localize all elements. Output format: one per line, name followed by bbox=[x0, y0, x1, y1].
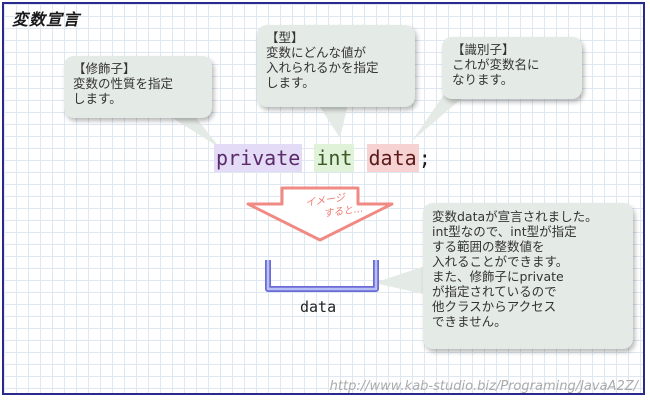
identifier-bubble-line: これが変数名に bbox=[452, 57, 540, 72]
identifier-bubble-tail bbox=[412, 93, 468, 141]
explanation-bubble: 変数dataが宣言されました。 int型なので、int型が指定 する範囲の整数値… bbox=[423, 203, 633, 349]
type-bubble: 【型】 変数にどんな値が 入れられるかを指定 します。 bbox=[257, 25, 415, 107]
image-arrow: イメージ すると… bbox=[246, 186, 394, 242]
semicolon-token: ; bbox=[418, 146, 431, 170]
explanation-line: int型なので、int型が指定 bbox=[432, 224, 577, 239]
identifier-bubble-line: なります。 bbox=[452, 72, 514, 87]
type-token: int bbox=[314, 144, 355, 172]
diagram-title: 変数宣言 bbox=[12, 10, 81, 29]
explanation-line: 入れることができます。 bbox=[432, 254, 569, 269]
explanation-line: できません。 bbox=[432, 314, 507, 329]
variable-box-label: data bbox=[300, 298, 337, 316]
type-bubble-line: 入れられるかを指定 bbox=[266, 60, 379, 75]
explanation-bubble-tail bbox=[374, 265, 428, 295]
explanation-line: 変数dataが宣言されました。 bbox=[432, 209, 598, 224]
type-bubble-line: 変数にどんな値が bbox=[266, 45, 367, 60]
explanation-line: する範囲の整数値を bbox=[432, 239, 545, 254]
explanation-line: 他クラスからアクセス bbox=[432, 299, 557, 314]
type-bubble-tail bbox=[318, 104, 348, 138]
source-url: http://www.kab-studio.biz/Programing/Jav… bbox=[329, 379, 638, 394]
identifier-token: data bbox=[366, 144, 419, 172]
declaration-code: private int data; bbox=[214, 144, 431, 172]
modifier-token: private bbox=[214, 144, 303, 172]
type-bubble-line: します。 bbox=[266, 75, 315, 90]
modifier-bubble-line: します。 bbox=[73, 91, 122, 106]
modifier-bubble-line: 変数の性質を指定 bbox=[73, 76, 174, 91]
explanation-line: また、修飾子にprivate bbox=[432, 269, 564, 284]
identifier-bubble-line: 【識別子】 bbox=[452, 42, 515, 57]
identifier-bubble: 【識別子】 これが変数名に なります。 bbox=[442, 37, 582, 99]
modifier-bubble-tail bbox=[160, 110, 220, 148]
modifier-bubble-line: 【修飾子】 bbox=[73, 61, 136, 76]
type-bubble-line: 【型】 bbox=[266, 30, 304, 45]
modifier-bubble: 【修飾子】 変数の性質を指定 します。 bbox=[64, 56, 212, 118]
variable-box bbox=[265, 260, 379, 292]
explanation-line: が指定されているので bbox=[432, 284, 557, 299]
